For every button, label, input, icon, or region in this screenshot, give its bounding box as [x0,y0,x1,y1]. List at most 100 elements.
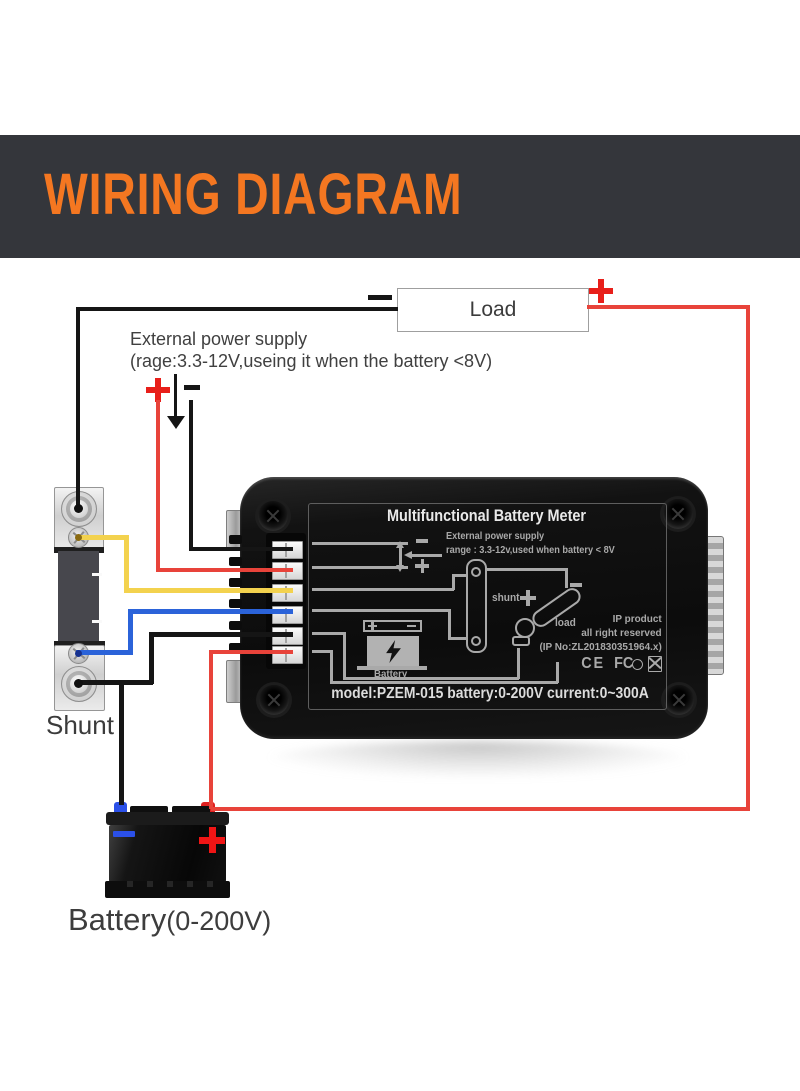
print-ip-line2: all right reserved [581,627,662,639]
battery-meter-device [240,477,708,739]
print-plus-ext [420,559,424,573]
meter-edge-pin [229,599,242,608]
meter-screw-top-right [663,499,693,529]
battery-label-name: Battery [68,902,167,937]
wire-red-external [156,400,160,570]
external-supply-plus-sign [155,378,161,402]
print-load-foot [512,636,530,646]
external-supply-arrowhead [167,416,185,429]
print-arrowhead-left [404,551,412,559]
load-minus-sign [368,295,392,300]
load-plus-sign [598,279,604,303]
battery-negative-terminal [114,802,127,815]
meter-edge-pin [229,643,242,652]
print-line-t6 [330,650,333,683]
print-conn-shunt-load [487,568,567,571]
load-label: Load [469,298,517,321]
meter-screw-bottom-left [259,685,289,715]
shunt-top-screw-center [75,534,82,541]
lightning-icon [385,639,401,663]
shunt-notch [92,573,102,576]
print-shunt-icon [466,559,487,653]
print-line-t3 [452,574,455,590]
print-load-label: load [555,617,576,629]
wire-black-shunt [149,632,154,684]
wire-black-load [76,307,80,509]
print-battery-base [357,666,427,670]
shunt-top-bolt-center [73,504,83,513]
print-eps-line2: range : 3.3-12v,used when battery < 8V [446,545,615,556]
wire-black-external [189,400,193,550]
print-line-t5 [343,677,519,680]
print-battery-minus [407,624,416,627]
wire-blue-shunt [128,609,293,614]
external-supply-arrow [174,374,177,418]
wire-black-battery [119,680,124,805]
wire-black-shunt [149,632,293,637]
print-line-t5 [312,632,346,635]
wire-red-load [746,305,750,811]
print-arrowhead-up [396,541,404,548]
meter-edge-pin [229,535,242,544]
print-line-t5 [343,632,346,679]
print-battery-body [367,636,419,666]
print-line-t3 [452,574,468,577]
wire-red-load [211,807,750,811]
print-line-t1 [312,542,408,545]
print-shunt-screw [471,636,481,646]
external-supply-note-line2: (rage:3.3-12V,useing it when the battery… [130,351,493,371]
print-plus-load [526,590,530,606]
header-band: WIRING DIAGRAM [0,135,800,258]
meter-model-line: model:PZEM-015 battery:0-200V current:0~… [331,685,649,702]
load-box: Load [397,288,589,332]
wire-red-external [156,568,293,572]
print-line-t4 [312,609,450,612]
meter-edge-pin [229,557,242,566]
meter-title: Multifunctional Battery Meter [386,506,587,525]
battery-blue-stripe [113,831,135,837]
shunt-label: Shunt [46,710,114,740]
print-double-arrow [399,548,402,566]
print-arrowhead-down [396,565,404,572]
wire-yellow-shunt [124,535,129,592]
terminal-block-3 [272,584,303,602]
wire-blue-shunt [128,609,133,655]
shunt-bottom-bolt-center [73,679,83,688]
wire-black-external [189,547,293,551]
print-line-t6 [556,662,559,683]
print-line-t3 [312,588,454,591]
meter-label-panel [308,503,667,710]
weee-bin-icon [648,656,662,672]
print-ip-line3: (IP No:ZL201830351964.x) [539,641,662,653]
print-minus-ext [416,539,428,543]
print-eps-line1: External power supply [446,531,545,542]
shunt-bottom-screw-center [75,650,82,657]
print-shunt-screw [471,567,481,577]
wire-yellow-shunt [124,588,293,593]
external-supply-note-line1: External power supply [130,329,308,349]
print-line-t6 [330,681,558,684]
meter-edge-pin [229,578,242,587]
meter-screw-top-left [258,501,288,531]
meter-reflection [268,741,688,777]
print-line-t6 [312,650,332,653]
meter-screw-bottom-right [664,685,694,715]
battery-base [105,881,230,898]
battery-label: Battery(0-200V) [68,902,271,938]
print-line-t4 [448,609,451,640]
print-conn-load-down [517,648,520,679]
print-minus-load [570,583,582,587]
print-line-t2 [312,566,408,569]
battery-vent-cap [130,806,168,814]
battery-vent-cap [172,806,210,814]
shunt-shoulder [54,547,104,553]
wire-blue-shunt [76,650,132,655]
print-ip-line1: IP product [612,613,662,625]
print-conn-shunt-load [565,568,568,588]
print-load-flange [515,618,535,638]
print-battery-topbar [363,620,422,632]
battery-label-range: (0-200V) [166,906,272,936]
shunt-notch [92,620,102,623]
print-battery-plus [371,621,374,631]
